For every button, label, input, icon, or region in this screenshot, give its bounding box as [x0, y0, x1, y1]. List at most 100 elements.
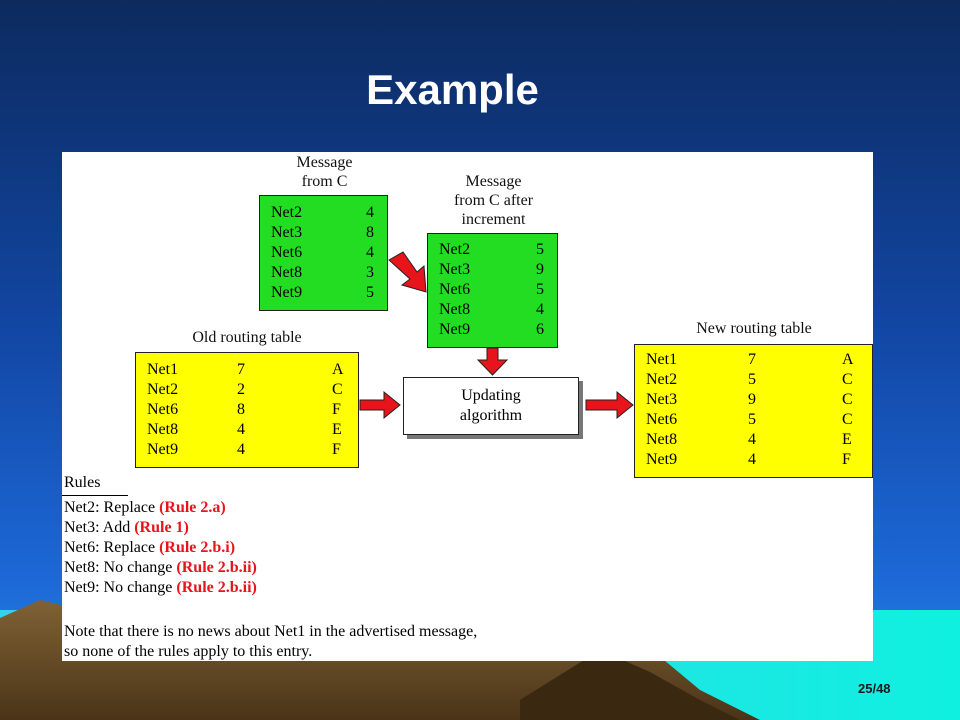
cost-cell: 5: [748, 411, 756, 428]
old-routing-table-caption: Old routing table: [192, 329, 302, 346]
rules-underline: [62, 495, 128, 496]
net-cell: Net6: [439, 281, 471, 298]
net-cell: Net2: [439, 241, 471, 258]
new-routing-table-caption: New routing table: [696, 320, 812, 337]
updating-label-line: algorithm: [459, 407, 523, 424]
cost-cell: 3: [366, 264, 374, 281]
rule-item: Net2: Replace (Rule 2.a): [64, 498, 226, 518]
cost-cell: 7: [237, 361, 245, 378]
rule-tag: (Rule 2.b.ii): [176, 559, 257, 576]
net-cell: Net8: [439, 301, 471, 318]
rule-text: Net2: Replace: [64, 499, 160, 516]
caption-line: Message: [296, 154, 353, 171]
net-cell: Net3: [646, 391, 678, 408]
table-row: Net1 7 A: [635, 350, 872, 370]
next-hop-cell: F: [332, 441, 341, 458]
table-row: Net1 7 A: [136, 360, 358, 380]
next-hop-cell: E: [842, 431, 852, 448]
cost-cell: 5: [536, 281, 544, 298]
table-row: Net2 2 C: [136, 380, 358, 400]
rule-item: Net6: Replace (Rule 2.b.i): [64, 538, 235, 558]
arrow-down-to-update: [476, 347, 509, 376]
cost-cell: 4: [536, 301, 544, 318]
table-row: Net6 5 C: [635, 410, 872, 430]
cost-cell: 4: [237, 441, 245, 458]
rule-tag: (Rule 2.b.ii): [176, 579, 257, 596]
rule-tag: (Rule 2.b.i): [159, 539, 236, 556]
net-cell: Net6: [147, 401, 179, 418]
cost-cell: 4: [748, 431, 756, 448]
net-cell: Net2: [646, 371, 678, 388]
rule-tag: (Rule 2.a): [159, 499, 226, 516]
table-row: Net9 5: [260, 283, 387, 303]
net-cell: Net2: [147, 381, 179, 398]
rule-item: Net8: No change (Rule 2.b.ii): [64, 558, 257, 578]
cost-cell: 5: [536, 241, 544, 258]
cost-cell: 4: [366, 244, 374, 261]
rules-heading: Rules: [64, 474, 101, 491]
net-cell: Net1: [147, 361, 179, 378]
next-hop-cell: C: [842, 411, 853, 428]
rule-item: Net9: No change (Rule 2.b.ii): [64, 578, 257, 598]
note-line: Note that there is no news about Net1 in…: [64, 623, 478, 640]
cost-cell: 9: [536, 261, 544, 278]
cost-cell: 5: [366, 284, 374, 301]
arrow-increment: [388, 251, 427, 293]
message-after-increment-box: Net2 5 Net3 9 Net6 5 Net8 4 Net9 6: [427, 233, 558, 348]
next-hop-cell: A: [842, 351, 854, 368]
rule-text: Net3: Add: [64, 519, 135, 536]
rule-text: Net6: Replace: [64, 539, 160, 556]
net-cell: Net2: [271, 204, 303, 221]
net-cell: Net1: [646, 351, 678, 368]
net-cell: Net9: [271, 284, 303, 301]
net-cell: Net8: [147, 421, 179, 438]
cost-cell: 9: [748, 391, 756, 408]
note-text: Note that there is no news about Net1 in…: [64, 622, 477, 662]
cost-cell: 8: [237, 401, 245, 418]
table-row: Net6 8 F: [136, 400, 358, 420]
rule-text: Net8: No change: [64, 559, 177, 576]
note-line: so none of the rules apply to this entry…: [64, 643, 313, 660]
table-row: Net8 4 E: [136, 420, 358, 440]
page-number: 25/48: [858, 681, 891, 696]
rule-item: Net3: Add (Rule 1): [64, 518, 189, 538]
net-cell: Net8: [646, 431, 678, 448]
net-cell: Net3: [439, 261, 471, 278]
next-hop-cell: A: [332, 361, 344, 378]
rule-text: Net9: No change: [64, 579, 177, 596]
table-row: Net9 6: [428, 320, 557, 340]
next-hop-cell: F: [842, 451, 851, 468]
net-cell: Net6: [646, 411, 678, 428]
slide-title: Example: [366, 66, 539, 113]
updating-label-line: Updating: [461, 387, 521, 404]
next-hop-cell: E: [332, 421, 342, 438]
caption-line: from C after: [453, 192, 534, 209]
cost-cell: 6: [536, 321, 544, 338]
cost-cell: 2: [237, 381, 245, 398]
message-from-c-caption: Message from C: [267, 153, 382, 191]
net-cell: Net9: [646, 451, 678, 468]
net-cell: Net3: [271, 224, 303, 241]
net-cell: Net9: [147, 441, 179, 458]
cost-cell: 4: [237, 421, 245, 438]
cost-cell: 4: [366, 204, 374, 221]
updating-algorithm-box: Updating algorithm: [403, 377, 579, 435]
net-cell: Net8: [271, 264, 303, 281]
next-hop-cell: F: [332, 401, 341, 418]
table-row: Net3 9: [428, 260, 557, 280]
table-row: Net2 4: [260, 203, 387, 223]
table-row: Net8 4 E: [635, 430, 872, 450]
rule-tag: (Rule 1): [134, 519, 189, 536]
next-hop-cell: C: [332, 381, 343, 398]
table-row: Net9 4 F: [136, 440, 358, 460]
cost-cell: 7: [748, 351, 756, 368]
net-cell: Net9: [439, 321, 471, 338]
